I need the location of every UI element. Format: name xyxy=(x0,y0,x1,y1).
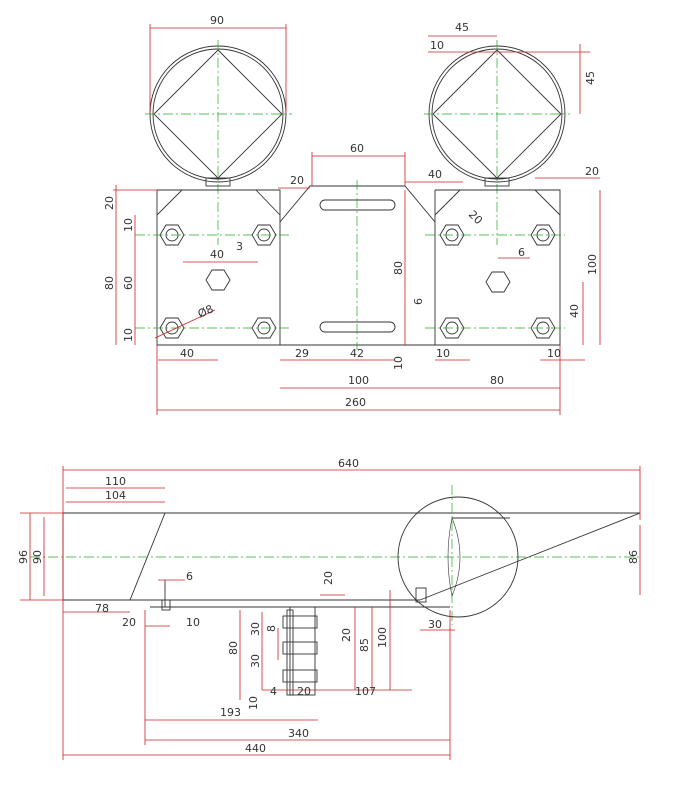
dim-hole-dia: Ø8 xyxy=(196,302,216,320)
dim-bracket-4: 4 xyxy=(270,685,277,698)
dim-tube-length: 110 xyxy=(105,475,126,488)
dim-mid-slot-pos: 42 xyxy=(350,347,364,360)
dim-right-angle: 20 xyxy=(466,208,485,227)
dim-mid-width: 100 xyxy=(348,374,369,387)
dim-overall-length: 640 xyxy=(338,457,359,470)
dim-bracket-100: 100 xyxy=(376,627,389,648)
bolt-nut xyxy=(282,615,318,629)
dim-bracket-85: 85 xyxy=(358,638,371,652)
dim-left-total-height: 80 xyxy=(103,276,116,290)
dim-slot-length: 60 xyxy=(350,142,364,155)
dim-mid-left-offset: 29 xyxy=(295,347,309,360)
bolt-nut xyxy=(282,669,318,683)
side-view-dimension-lines xyxy=(20,466,641,760)
top-bolts xyxy=(135,224,565,339)
dim-pos-440: 440 xyxy=(245,742,266,755)
dim-clamp-right-offset: 10 xyxy=(430,39,444,52)
side-view: 640 110 104 96 90 86 6 78 20 10 20 30 8 … xyxy=(17,457,641,760)
dim-mid-height: 80 xyxy=(392,261,405,275)
dim-pin-offset: 10 xyxy=(186,616,200,629)
detail-circle xyxy=(397,496,519,618)
dim-pos-340: 340 xyxy=(288,727,309,740)
dim-slot-offset: 20 xyxy=(122,616,136,629)
dim-inner-height: 90 xyxy=(31,550,44,564)
dim-pin-dia: 3 xyxy=(236,240,243,253)
side-housing xyxy=(30,485,641,625)
top-view-dimension-texts: 90 45 10 45 60 20 40 20 20 10 60 10 80 4… xyxy=(103,14,599,409)
left-pipe-clamp xyxy=(145,40,292,245)
dim-bracket-107: 107 xyxy=(355,685,376,698)
dim-right-lower: 40 xyxy=(568,304,581,318)
dim-offset-left: 78 xyxy=(95,602,109,615)
dim-left-bottom-width: 40 xyxy=(180,347,194,360)
dim-right-pin: 6 xyxy=(518,246,525,259)
dim-right-height: 100 xyxy=(586,254,599,275)
dim-clamp-right-dia: 45 xyxy=(455,21,469,34)
dim-slot-gap: 6 xyxy=(412,298,425,305)
dim-plate-top-left: 20 xyxy=(103,196,116,210)
bolt-nut xyxy=(205,269,231,291)
bracket xyxy=(161,580,427,696)
bolt-nut xyxy=(282,641,318,655)
dim-bracket-20a: 20 xyxy=(322,571,335,585)
top-view-dimension-lines xyxy=(113,24,601,415)
dim-outer-height: 96 xyxy=(17,550,30,564)
dim-ribs-left-a: 10 xyxy=(122,218,135,232)
side-view-dimension-texts: 640 110 104 96 90 86 6 78 20 10 20 30 8 … xyxy=(17,457,640,755)
dim-bracket-20c: 20 xyxy=(340,628,353,642)
dim-bracket-30b: 30 xyxy=(249,654,262,668)
dim-right-width: 80 xyxy=(490,374,504,387)
dim-mid-bottom-offset: 10 xyxy=(392,356,405,370)
dim-bracket-10: 10 xyxy=(247,696,260,710)
dim-ribs-left-b: 60 xyxy=(122,276,135,290)
dim-bolt-dia: 6 xyxy=(186,570,193,583)
dim-chamfer-left: 20 xyxy=(290,174,304,187)
dim-chamfer-right: 20 xyxy=(585,165,599,178)
dim-bracket-30a: 30 xyxy=(249,622,262,636)
base-plate xyxy=(156,180,561,350)
dim-gap-right: 40 xyxy=(428,168,442,181)
bolt-nut xyxy=(485,271,511,293)
dim-clamp-right-height: 45 xyxy=(584,71,597,85)
dim-pos-193: 193 xyxy=(220,706,241,719)
right-pipe-clamp xyxy=(424,40,570,245)
dim-bracket-8: 8 xyxy=(265,625,278,632)
dim-bolt-spacing: 40 xyxy=(210,248,224,261)
dim-clamp-30: 30 xyxy=(428,618,442,631)
dim-bracket-20b: 20 xyxy=(297,685,311,698)
dim-right-right-offset: 10 xyxy=(547,347,561,360)
dim-end-height: 86 xyxy=(627,550,640,564)
dim-overall-width: 260 xyxy=(345,396,366,409)
dim-bracket-80: 80 xyxy=(227,641,240,655)
dim-clamp-left-dia: 90 xyxy=(210,14,224,27)
dim-right-left-offset: 10 xyxy=(436,347,450,360)
dim-tube-inner: 104 xyxy=(105,489,126,502)
top-view: 90 45 10 45 60 20 40 20 20 10 60 10 80 4… xyxy=(103,14,601,415)
dim-ribs-left-c: 10 xyxy=(122,328,135,342)
